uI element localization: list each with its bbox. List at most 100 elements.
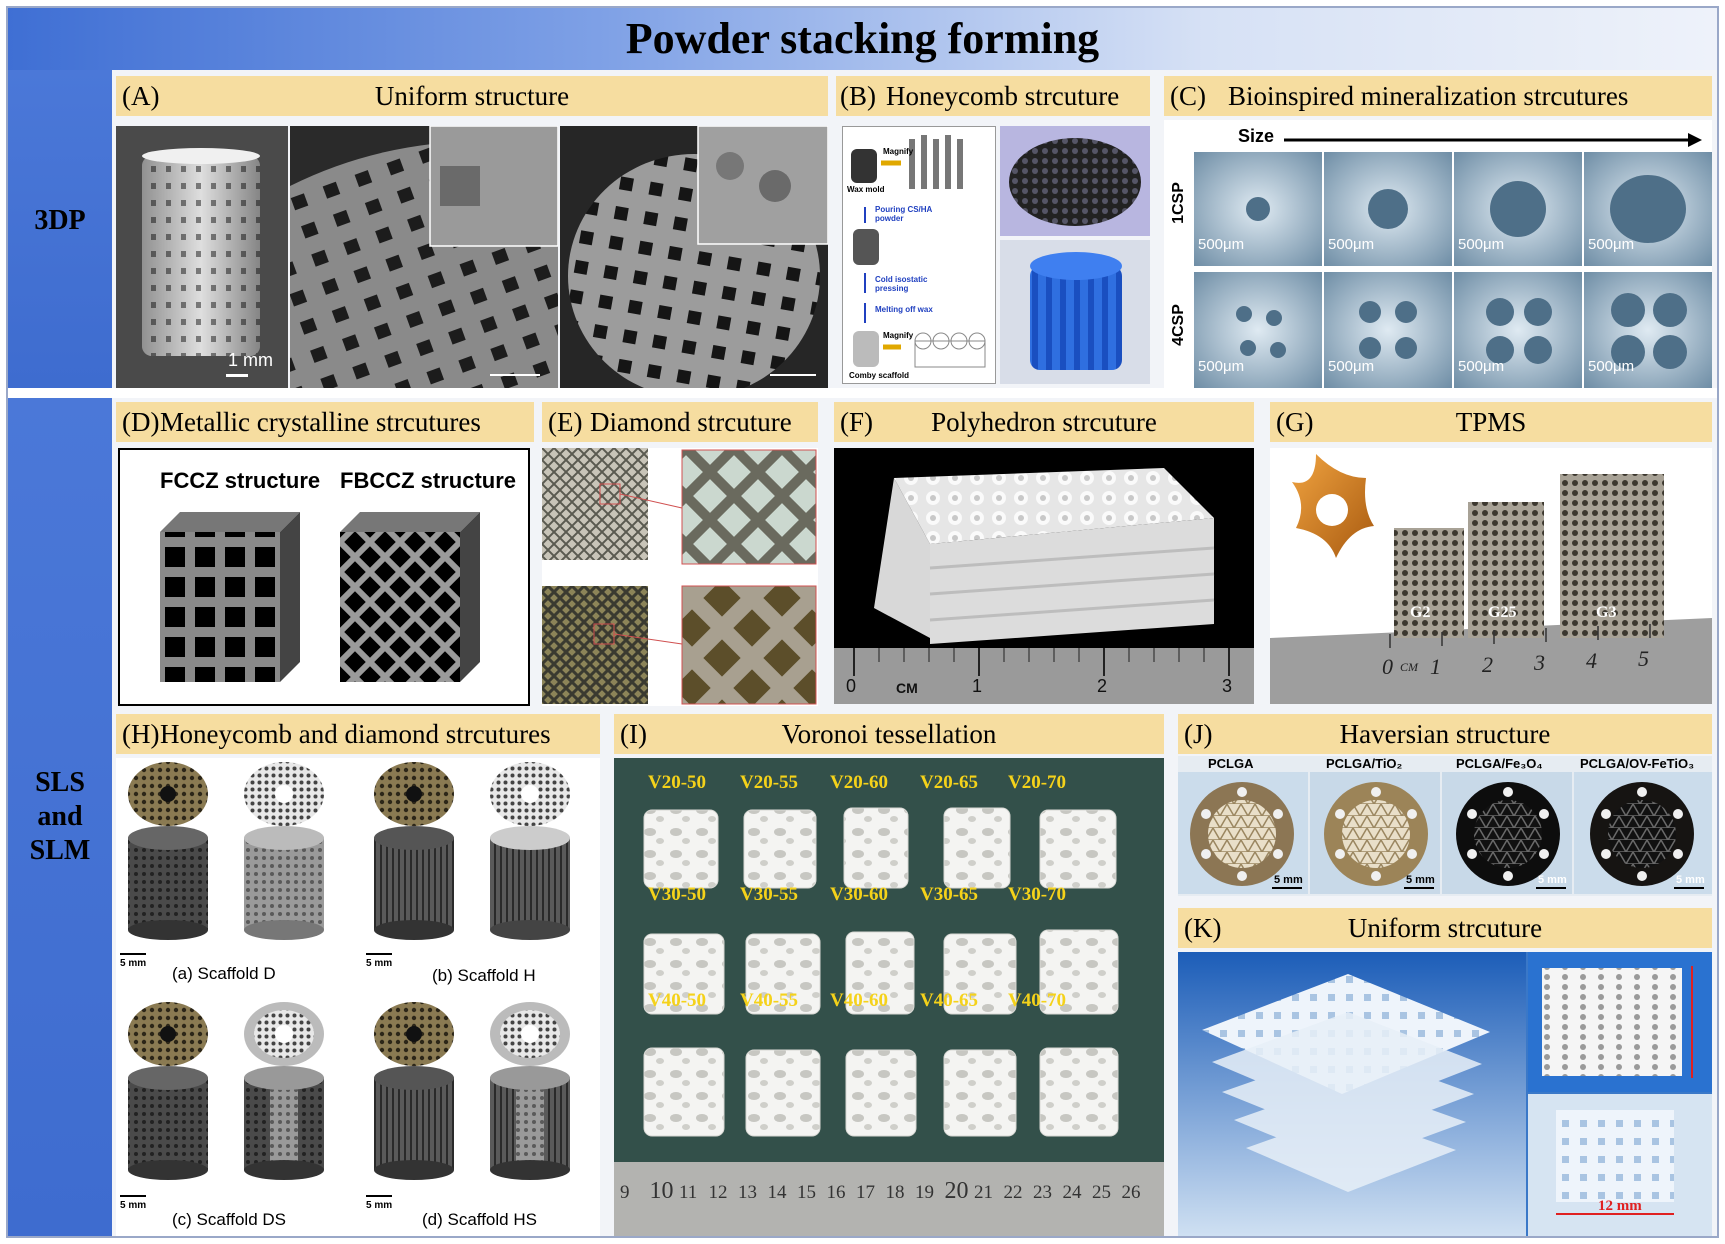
- voronoi-ruler-tick-23: 23: [1033, 1182, 1052, 1203]
- title-banner: [8, 8, 1717, 70]
- figure-title: Powder stacking forming: [625, 14, 1100, 63]
- panel-a-header: (A) Uniform structure: [116, 76, 828, 116]
- panel-a-tag: (A): [122, 81, 160, 111]
- panel-k-title: Uniform strcuture: [1347, 913, 1543, 943]
- panel-g-sample-g25: G25: [1488, 604, 1517, 621]
- panel-h-header: (H) Honeycomb and diamond strcutures: [116, 714, 600, 754]
- voronoi-label-v20-70: V20-70: [1008, 772, 1067, 793]
- voronoi-ruler-tick-9: 9: [620, 1182, 630, 1203]
- voronoi-ruler-tick-21: 21: [974, 1182, 993, 1203]
- voronoi-label-v30-50: V30-50: [648, 884, 707, 905]
- voronoi-ruler-tick-22: 22: [1003, 1182, 1023, 1203]
- panel-b-step-1: Wax mold: [847, 185, 885, 194]
- panel-k-header: (K) Uniform strcuture: [1178, 908, 1712, 948]
- panel-i-tag: (I): [620, 719, 647, 749]
- panel-b-honeycomb-top: [1000, 126, 1150, 236]
- voronoi-ruler-tick-26: 26: [1121, 1182, 1141, 1203]
- panel-f-ruler-1: 1: [972, 676, 983, 696]
- panel-g-sample-g3: G3: [1596, 604, 1617, 621]
- panel-a-sem-2: [560, 126, 828, 388]
- panel-e-tag: (E): [548, 407, 583, 437]
- panel-h-caption-a: (a) Scaffold D: [172, 964, 276, 983]
- panel-h-tag: (H): [122, 719, 160, 749]
- panel-b-step-2: Magnify: [883, 147, 914, 156]
- panel-a-title: Uniform structure: [374, 81, 570, 111]
- panel-a-scale-label: 1 mm: [228, 350, 273, 370]
- panel-g-title: TPMS: [1455, 407, 1527, 437]
- panel-b-step-3: Pouring CS/HA powder: [875, 205, 933, 223]
- panel-c-scale-5: 500μm: [1198, 358, 1245, 375]
- voronoi-ruler-tick-17: 17: [856, 1182, 875, 1203]
- panel-h-title: Honeycomb and diamond strcutures: [160, 719, 551, 749]
- panel-d-tag: (D): [122, 407, 160, 437]
- voronoi-ruler-tick-25: 25: [1092, 1182, 1111, 1203]
- panel-j-label-tio2: PCLGA/TiO₂: [1326, 756, 1403, 771]
- panel-g-ruler-4: 4: [1586, 648, 1597, 673]
- panel-h-scale-d: 5 mm: [366, 1200, 393, 1211]
- panel-c-size-label: Size: [1238, 126, 1275, 146]
- panel-j-scale-3: 5 mm: [1538, 874, 1567, 886]
- voronoi-ruler-tick-16: 16: [826, 1182, 846, 1203]
- section-sls-label-2: and: [37, 801, 83, 832]
- voronoi-label-v40-65: V40-65: [920, 990, 979, 1011]
- section-divider: [8, 388, 1717, 398]
- panel-e-header: (E) Diamond strcuture: [542, 402, 818, 442]
- panel-d-label-fccz: FCCZ structure: [160, 468, 321, 493]
- panel-c-tag: (C): [1170, 81, 1206, 111]
- section-3dp-label: 3DP: [34, 205, 86, 236]
- panel-k-photos: 12 mm: [1178, 952, 1712, 1236]
- panel-g-ruler-5: 5: [1638, 646, 1649, 671]
- section-3dp: 3DP: [8, 70, 112, 388]
- voronoi-ruler-tick-12: 12: [708, 1182, 728, 1203]
- panel-f-photo: 0 CM 1 2 3: [834, 448, 1254, 704]
- panel-f-ruler-unit: CM: [896, 680, 918, 696]
- panel-c-image-grid: Size 1CSP 4CSP 500μm 500μm 500μm 500μm 5…: [1164, 120, 1712, 388]
- voronoi-ruler-tick-15: 15: [797, 1182, 816, 1203]
- panel-d-title: Metallic crystalline strcutures: [160, 407, 481, 437]
- panel-c-row-1-label: 1CSP: [1169, 182, 1187, 224]
- panel-h-caption-b: (b) Scaffold H: [432, 966, 536, 985]
- panel-f-title: Polyhedron strcuture: [931, 407, 1157, 437]
- panel-j-tag: (J): [1184, 719, 1213, 749]
- panel-b-step-6: Magnify: [883, 331, 914, 340]
- panel-c-row-2-label: 4CSP: [1169, 304, 1187, 346]
- panel-c-scale-2: 500μm: [1328, 236, 1375, 253]
- voronoi-ruler-tick-19: 19: [915, 1182, 934, 1203]
- voronoi-label-v20-60: V20-60: [830, 772, 889, 793]
- panel-b-process-diagram: Wax mold Magnify Pouring CS/HA powder Co…: [842, 126, 996, 384]
- panel-c-scale-4: 500μm: [1588, 236, 1635, 253]
- voronoi-label-v20-65: V20-65: [920, 772, 979, 793]
- panel-d-header: (D) Metallic crystalline strcutures: [116, 402, 534, 442]
- panel-j-label-pclga: PCLGA: [1208, 756, 1254, 771]
- panel-g-tag: (G): [1276, 407, 1314, 437]
- panel-c-title: Bioinspired mineralization strcutures: [1228, 81, 1629, 111]
- panel-d-label-fbccz: FBCCZ structure: [340, 468, 517, 493]
- voronoi-ruler-tick-24: 24: [1062, 1182, 1082, 1203]
- panel-e-title: Diamond strcuture: [590, 407, 792, 437]
- panel-g-ruler-unit: CM: [1400, 660, 1418, 674]
- section-sls-slm: SLS and SLM: [8, 398, 112, 1236]
- voronoi-ruler-tick-11: 11: [679, 1182, 698, 1203]
- panel-g-ruler-1: 1: [1430, 654, 1441, 679]
- panel-j-label-fe3o4: PCLGA/Fe₃O₄: [1456, 756, 1543, 771]
- panel-j-scale-2: 5 mm: [1406, 874, 1435, 886]
- voronoi-label-v20-55: V20-55: [740, 772, 799, 793]
- panel-f-ruler-0: 0: [846, 676, 857, 696]
- panel-c-scale-8: 500μm: [1588, 358, 1635, 375]
- panel-j-scale-4: 5 mm: [1676, 874, 1705, 886]
- panel-b-header: (B) Honeycomb strcuture: [836, 76, 1150, 116]
- panel-g-ruler-0: 0: [1382, 654, 1393, 679]
- voronoi-ruler-tick-20: 20: [944, 1178, 969, 1204]
- voronoi-label-v40-70: V40-70: [1008, 990, 1067, 1011]
- panel-f-tag: (F): [840, 407, 873, 437]
- panel-b-step-5: Melting off wax: [875, 305, 933, 314]
- panel-j-photos: PCLGA PCLGA/TiO₂ PCLGA/Fe₃O₄ PCLGA/OV-Fe…: [1178, 756, 1712, 896]
- panel-c-header: (C) Bioinspired mineralization strcuture…: [1164, 76, 1712, 116]
- voronoi-label-v30-60: V30-60: [830, 884, 889, 905]
- voronoi-label-v20-50: V20-50: [648, 772, 707, 793]
- panel-b-step-7: Comby scaffold: [849, 371, 910, 380]
- panel-k-tag: (K): [1184, 913, 1222, 943]
- panel-f-header: (F) Polyhedron strcuture: [834, 402, 1254, 442]
- panel-a-photo-cylinder: 1 mm: [116, 126, 288, 388]
- panel-h-scaffolds: 5 mm 5 mm 5 mm 5 mm (a) Scaffold D (b) S…: [116, 758, 600, 1236]
